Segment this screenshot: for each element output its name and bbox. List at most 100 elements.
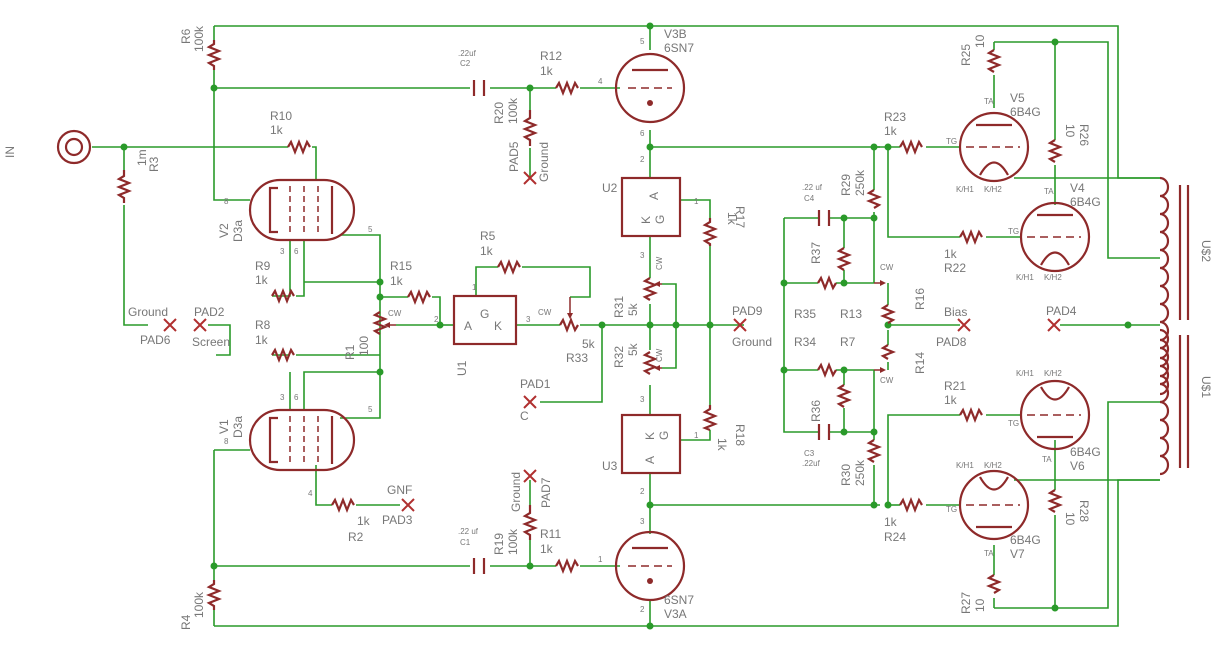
v1-pin8: 8 (224, 437, 229, 446)
r14-ref: R14 (913, 352, 927, 374)
u3-pin3: 3 (640, 395, 645, 404)
c4-ref: C4 (804, 194, 815, 203)
r3-value: 1m (135, 149, 149, 166)
u3-ref: U3 (602, 459, 618, 473)
r16-ref: R16 (913, 288, 927, 310)
v5-ref: V5 (1010, 91, 1025, 105)
v4-type: 6B4G (1070, 195, 1101, 209)
u3-a: A (643, 456, 657, 464)
v6-ref: V6 (1070, 459, 1085, 473)
transformer-u1: U$1 (1199, 376, 1213, 398)
r22-ref: R22 (944, 261, 966, 275)
transformers (1159, 176, 1190, 476)
pad4-ref: PAD4 (1046, 304, 1077, 318)
r19-ref: R19 (492, 533, 506, 555)
pad1-net: C (520, 409, 529, 423)
pot-marker-r31: CW (655, 256, 664, 270)
v3b-pin6: 6 (640, 129, 645, 138)
r28-value: 10 (1063, 512, 1077, 526)
v1-ref: V1 (217, 419, 231, 434)
tube-v3b (614, 52, 686, 124)
pad6-net: Ground (128, 305, 168, 319)
tube-v6 (1019, 379, 1091, 451)
pad5-ref: PAD5 (507, 141, 521, 172)
v2-pin8: 8 (224, 197, 229, 206)
u1-pin2: 2 (434, 315, 439, 324)
r12-ref: R12 (540, 49, 562, 63)
v5-ta: TA (984, 97, 994, 106)
u2-k: K (639, 216, 653, 224)
r2-value: 1k (357, 514, 371, 528)
r26-value: 10 (1063, 124, 1077, 138)
u2-pin3: 3 (640, 251, 645, 260)
r10-ref: R10 (270, 109, 292, 123)
v7-type: 6B4G (1010, 533, 1041, 547)
v2-type: D3a (231, 220, 245, 242)
v5-kh1: K/H1 (956, 185, 974, 194)
pot-marker-r1: CW (388, 309, 402, 318)
v1-pin5: 5 (368, 405, 373, 414)
v4-ref: V4 (1070, 181, 1085, 195)
r9-ref: R9 (255, 259, 271, 273)
r9-value: 1k (255, 273, 269, 287)
r1-value: 100 (357, 336, 371, 356)
r6-value: 100k (192, 25, 206, 52)
pad7-ref: PAD7 (539, 477, 553, 508)
r32-ref: R32 (612, 346, 626, 368)
r23-value: 1k (884, 124, 898, 138)
r20-ref: R20 (492, 102, 506, 124)
u1-k: K (494, 319, 502, 333)
r11-value: 1k (540, 542, 554, 556)
u1-ref: U1 (455, 360, 469, 376)
r32-value: 5k (626, 342, 640, 356)
v6-type: 6B4G (1070, 445, 1101, 459)
r7-ref: R7 (840, 335, 856, 349)
r27-ref: R27 (959, 592, 973, 614)
r11-ref: R11 (540, 527, 561, 541)
r29-value: 250k (853, 169, 867, 196)
c4-value: .22 uf (802, 183, 823, 192)
wires (92, 25, 1160, 627)
v3a-pin2: 2 (640, 605, 645, 614)
v7-ref: V7 (1010, 547, 1025, 561)
pad5-net: Ground (537, 142, 551, 182)
r8-value: 1k (255, 333, 269, 347)
r23-ref: R23 (884, 110, 906, 124)
pad2-net: Screen (192, 335, 230, 349)
v3a-pin1: 1 (598, 555, 603, 564)
r27-value: 10 (973, 598, 987, 612)
pad9-net: Ground (732, 335, 772, 349)
u1-g: G (480, 307, 489, 321)
r4-ref: R4 (179, 614, 193, 630)
u3-k: K (643, 432, 657, 440)
r28-ref: R28 (1077, 500, 1091, 522)
v1-pin6: 6 (294, 393, 299, 402)
resistor-symbols (116, 40, 1063, 610)
r37-ref: R37 (809, 242, 823, 264)
r17-value: 1k (725, 212, 739, 226)
potentiometers: CW CW CW CW CW CW (372, 256, 894, 385)
r1-ref: R1 (343, 344, 357, 360)
u1-pin3: 3 (526, 315, 531, 324)
r18-value: 1k (715, 438, 729, 452)
junctions (120, 22, 1132, 630)
v3b-pin4: 4 (598, 77, 603, 86)
v4-tg: TG (1008, 227, 1019, 236)
v1-pin3: 3 (280, 393, 285, 402)
v6-tg: TG (1008, 419, 1019, 428)
r33-ref: R33 (566, 351, 588, 365)
r31-ref: R31 (612, 296, 626, 318)
regulators (452, 176, 682, 475)
v7-kh1: K/H1 (956, 461, 974, 470)
r21-value: 1k (944, 393, 958, 407)
pad1-ref: PAD1 (520, 377, 551, 391)
v1-pin4: 4 (308, 489, 313, 498)
r29-ref: R29 (839, 174, 853, 196)
r31-value: 5k (626, 302, 640, 316)
v4-kh2: K/H2 (1044, 273, 1062, 282)
v3a-pin3: 3 (640, 517, 645, 526)
pad3-net: GNF (387, 483, 412, 497)
r15-ref: R15 (390, 259, 412, 273)
